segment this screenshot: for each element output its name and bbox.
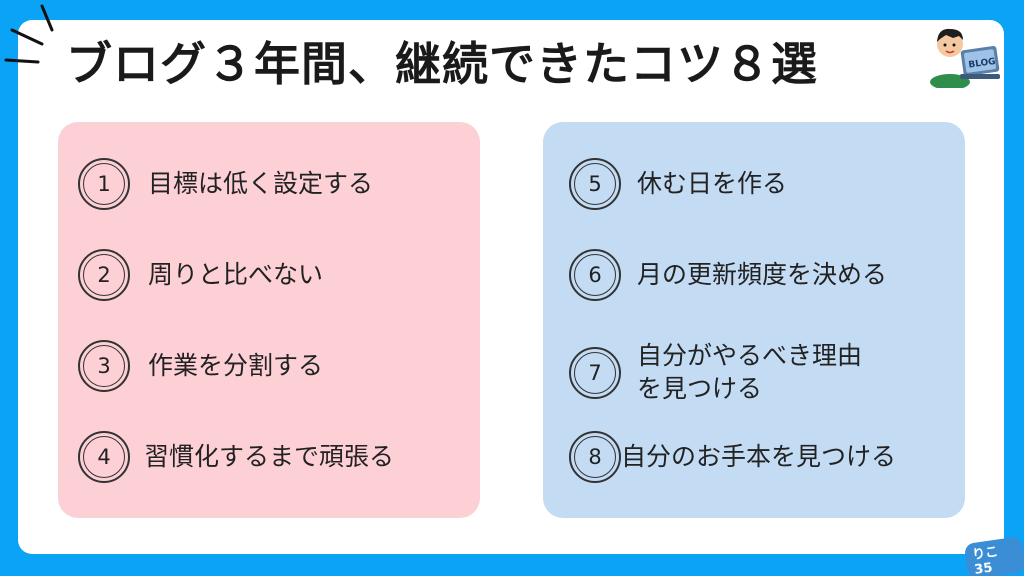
tip-label: 休む日を作る	[637, 168, 788, 198]
number-circle-icon: 8	[569, 431, 621, 483]
list-item: 1 目標は低く設定する	[78, 158, 373, 210]
number-circle-icon: 3	[78, 340, 130, 392]
tip-label: 周りと比べない	[148, 259, 324, 289]
list-item: 5 休む日を作る	[569, 158, 787, 210]
list-item: 7 自分がやるべき理由 を見つける	[569, 340, 862, 405]
emphasis-lines-icon	[4, 4, 54, 64]
blogger-illustration-icon: BLOG	[930, 28, 1000, 88]
number-circle-icon: 5	[569, 158, 621, 210]
laptop-screen-text: BLOG	[968, 57, 996, 71]
tip-label-line2: を見つける	[637, 373, 763, 403]
tip-label: 月の更新頻度を決める	[637, 259, 888, 289]
list-item: 6 月の更新頻度を決める	[569, 249, 887, 301]
tip-label-line1: 自分がやるべき理由	[637, 341, 863, 370]
page-title: ブログ３年間、継続できたコツ８選	[66, 37, 818, 91]
tip-label: 自分がやるべき理由 を見つける	[637, 340, 862, 405]
list-item: 3 作業を分割する	[78, 340, 323, 392]
list-item: 8 自分のお手本を見つける	[569, 431, 896, 483]
list-item: 2 周りと比べない	[78, 249, 323, 301]
number-circle-icon: 2	[78, 249, 130, 301]
tip-label: 自分のお手本を見つける	[621, 441, 897, 471]
tip-label: 作業を分割する	[148, 350, 324, 380]
number-circle-icon: 7	[569, 346, 621, 399]
list-item: 4 習慣化するまで頑張る	[78, 431, 394, 483]
number-circle-icon: 6	[569, 249, 621, 301]
number-circle-icon: 4	[78, 431, 130, 483]
brand-logo: りこ35	[963, 536, 1024, 576]
tip-label: 習慣化するまで頑張る	[144, 441, 395, 471]
number-circle-icon: 1	[78, 158, 130, 210]
tip-label: 目標は低く設定する	[148, 168, 374, 198]
